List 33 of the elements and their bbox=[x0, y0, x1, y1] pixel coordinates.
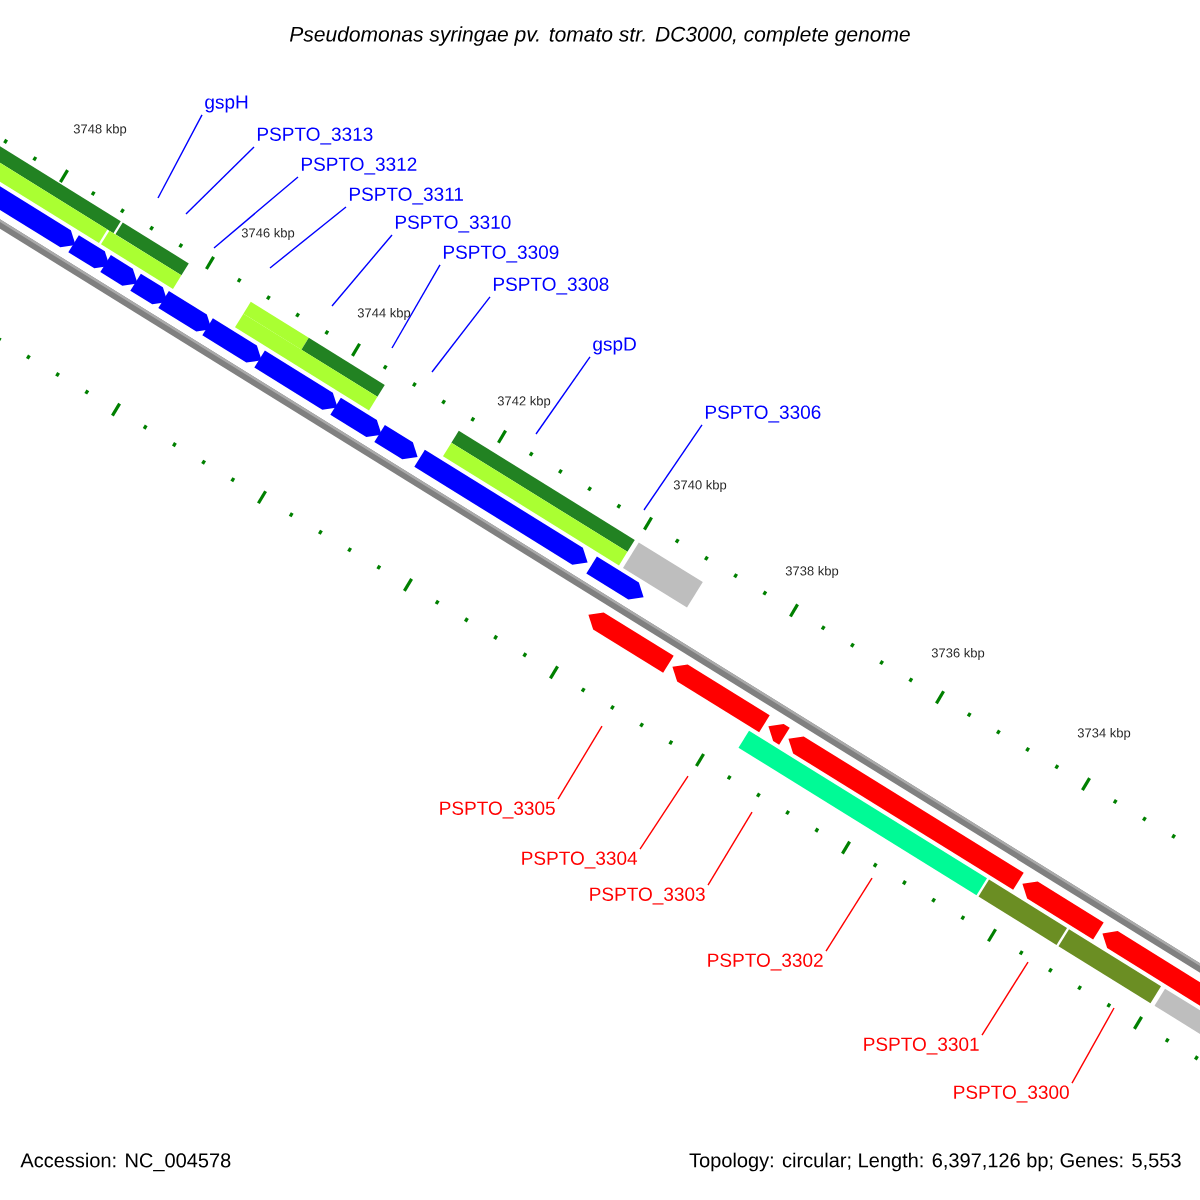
gene-label: PSPTO_3313 bbox=[257, 127, 373, 145]
gene-label: PSPTO_3300 bbox=[954, 1085, 1069, 1103]
gene-label: gspH bbox=[205, 95, 248, 113]
title: Pseudomonas syringae pv. tomato str. DC3000, complete genome bbox=[289, 26, 910, 46]
leader-line bbox=[331, 234, 393, 307]
gene-label: PSPTO_3312 bbox=[301, 157, 417, 175]
leader-line bbox=[391, 264, 441, 349]
leader-line bbox=[981, 961, 1029, 1036]
leader-line bbox=[213, 176, 299, 249]
leader-line bbox=[825, 877, 873, 952]
gene-label: PSPTO_3302 bbox=[708, 953, 823, 971]
gene-label: PSPTO_3304 bbox=[522, 851, 638, 869]
leader-line bbox=[157, 114, 203, 199]
leader-line bbox=[643, 424, 703, 511]
gene-label: PSPTO_3311 bbox=[349, 187, 463, 205]
gene-label: PSPTO_3301 bbox=[864, 1037, 979, 1055]
genome-info-text: Topology: circular; Length: 6,397,126 bp; Genes: 5,553 bbox=[689, 1152, 1181, 1172]
leader-line bbox=[1071, 1007, 1115, 1084]
leader-line bbox=[557, 725, 603, 800]
gene-label: PSPTO_3303 bbox=[590, 887, 705, 905]
leader-line bbox=[185, 146, 255, 215]
gene-label: PSPTO_3309 bbox=[443, 245, 559, 263]
leader-line bbox=[431, 296, 491, 373]
leader-line bbox=[639, 775, 689, 850]
leader-line bbox=[535, 356, 591, 435]
gene-label: PSPTO_3306 bbox=[706, 405, 821, 423]
accession-text: Accession: NC_004578 bbox=[20, 1152, 231, 1172]
leader-line bbox=[269, 206, 347, 269]
gene-label: PSPTO_3310 bbox=[395, 215, 511, 233]
gene-label: PSPTO_3305 bbox=[440, 801, 555, 819]
leader-line bbox=[707, 811, 753, 886]
gene-label: PSPTO_3308 bbox=[493, 277, 609, 295]
gene-label: gspD bbox=[593, 337, 636, 355]
